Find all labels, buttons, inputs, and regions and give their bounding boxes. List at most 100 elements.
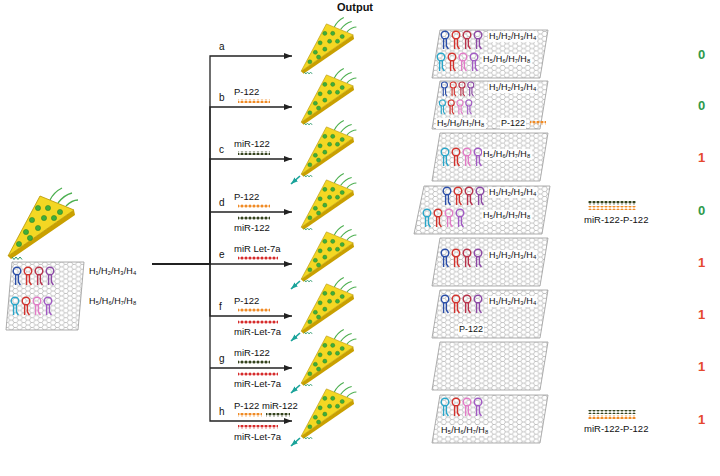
output-value: 1 xyxy=(698,307,705,322)
input-label: miR-122-P-122 xyxy=(584,214,648,225)
panel-label: H₁/H₂/H₃/H₄ xyxy=(488,250,537,261)
start-sensor: H₁/H₂/H₃/H₄ H₅/H₆/H₇/H₈ xyxy=(2,186,152,342)
hairpin-row xyxy=(441,82,473,96)
figure-title: Output xyxy=(337,1,373,14)
mirna-strand xyxy=(238,360,270,364)
probe-strand xyxy=(238,308,270,312)
graphene-sheet xyxy=(414,186,550,234)
duplex-strand xyxy=(588,206,636,210)
branch-arrow xyxy=(152,107,292,264)
case-letter: a xyxy=(219,41,225,52)
hairpin-row xyxy=(441,398,482,416)
input-label: miR-Let-7a xyxy=(234,378,281,389)
panel-label: P-122 xyxy=(500,118,526,129)
hairpin-row xyxy=(13,267,54,285)
probe-strand xyxy=(238,204,270,208)
case-letter: c xyxy=(219,144,224,155)
panel-label: H₁/H₂/H₃/H₄ xyxy=(488,296,537,307)
hairpin-row xyxy=(423,209,464,227)
nanochannel xyxy=(301,278,356,334)
nanochannel xyxy=(301,69,356,125)
panel-label: H₁/H₂/H₃/H₄ xyxy=(488,31,537,42)
case-letter: f xyxy=(219,301,222,312)
signal-arrow xyxy=(291,281,300,289)
nanochannels xyxy=(8,18,356,439)
panel-label: H₅/H₆/H₇/H₈ xyxy=(436,118,486,129)
panel-label: H₅/H₆/H₇/H₈ xyxy=(440,425,490,436)
hairpin-row xyxy=(441,148,482,166)
hairpin-row xyxy=(441,31,482,49)
case-letter: g xyxy=(219,353,225,364)
branch-arrow xyxy=(152,264,292,316)
panel-label: H₅/H₆/H₇/H₈ xyxy=(482,210,532,221)
hairpin-row xyxy=(437,53,478,71)
graphene-sheet xyxy=(432,30,548,78)
duplex-strand xyxy=(588,415,636,419)
input-label: miR-122 xyxy=(234,138,270,149)
mirna-strand xyxy=(238,256,278,260)
input-label: miR-122 xyxy=(234,347,270,358)
hairpin-row xyxy=(441,249,482,267)
hairpin-row xyxy=(439,100,471,114)
nanochannel xyxy=(301,174,356,230)
input-label: P-122 xyxy=(234,86,259,97)
graphene-sheet xyxy=(6,262,84,330)
probe-strand xyxy=(238,99,270,103)
mirna-strand xyxy=(266,413,290,417)
panel-label: H₁/H₂/H₃/H₄ xyxy=(488,82,537,93)
hairpin-rows xyxy=(11,31,484,416)
output-value: 1 xyxy=(698,412,705,427)
output-state: H₁/H₂/H₃/H₄ xyxy=(292,234,560,294)
output-state: H₁/H₂/H₃/H₄H₅/H₆/H₇/H₈ xyxy=(292,26,560,86)
input-label: P-122 xyxy=(234,191,259,202)
output-state: H₁/H₂/H₃/H₄ H₅/H₆/H₇/H₈ P-122 xyxy=(292,77,560,137)
duplex-strand xyxy=(588,201,636,205)
graphene-panels xyxy=(6,30,550,443)
output-value: 0 xyxy=(698,98,705,113)
graphene-sheet xyxy=(432,290,548,338)
signal-arrow xyxy=(291,438,300,446)
output-state: H₅/H₆/H₇/H₈ xyxy=(292,391,560,451)
mirna-strand xyxy=(238,425,278,429)
mirna-strand xyxy=(238,320,278,324)
case-letter: b xyxy=(219,92,225,103)
branch-arrow xyxy=(152,212,292,264)
probe-strand xyxy=(530,121,546,125)
mirna-strand xyxy=(238,216,270,220)
output-value: 1 xyxy=(698,359,705,374)
branch-arrow xyxy=(152,56,292,264)
signal-arrow xyxy=(291,176,300,184)
input-label: miR Let-7a xyxy=(234,243,280,254)
input-label: miR-Let-7a xyxy=(234,326,281,337)
input-label: miR-122 xyxy=(234,222,270,233)
output-value: 0 xyxy=(698,203,705,218)
mirna-strand xyxy=(238,151,270,155)
output-state: H₁/H₂/H₃/H₄H₅/H₆/H₇/H₈ xyxy=(292,182,560,242)
panel-label: H₁/H₂/H₃/H₄ xyxy=(88,266,137,277)
graphene-sheet xyxy=(432,395,548,443)
panel-label: H₅/H₆/H₇/H₈ xyxy=(88,296,138,307)
graphene-sheet xyxy=(432,133,548,181)
graphene-sheet xyxy=(432,81,548,129)
hairpin-row xyxy=(11,297,52,315)
hairpin-row xyxy=(441,295,482,313)
duplex-strand xyxy=(588,410,636,414)
output-value: 1 xyxy=(698,150,705,165)
branch-arrow xyxy=(210,367,292,368)
case-letter: h xyxy=(219,406,225,417)
nanochannel xyxy=(301,226,356,282)
output-value: 1 xyxy=(698,255,705,270)
graphene-sheet xyxy=(432,342,548,390)
panel-label: P-122 xyxy=(458,324,484,335)
panel-label: H₅/H₆/H₇/H₈ xyxy=(482,149,532,160)
nanochannel xyxy=(8,188,78,260)
branch-arrow xyxy=(152,159,292,264)
input-label: miR-Let-7a xyxy=(234,431,281,442)
hairpin-row xyxy=(443,187,484,205)
nanochannel xyxy=(301,18,356,74)
signal-arrow xyxy=(291,385,300,393)
graphene-sheet xyxy=(432,238,548,286)
nanochannel xyxy=(301,383,356,439)
